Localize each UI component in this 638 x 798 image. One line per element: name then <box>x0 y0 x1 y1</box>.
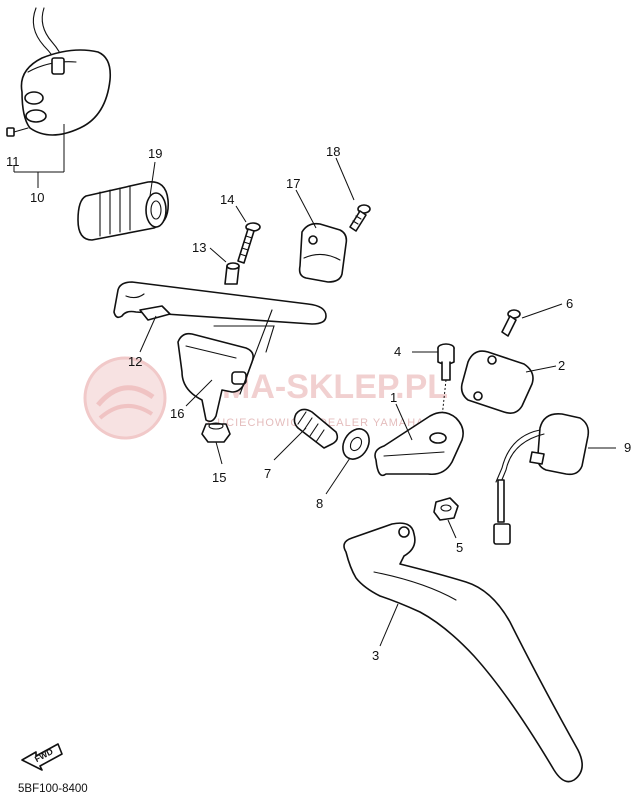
holder-1 <box>374 411 464 477</box>
callout-11: 11 <box>6 154 20 169</box>
adjuster-7 <box>293 408 339 449</box>
callout-17: 17 <box>286 176 300 191</box>
nut-15 <box>201 422 231 443</box>
callout-5: 5 <box>456 540 463 555</box>
watermark-text: MA-SKLEP.PL <box>222 368 448 406</box>
callout-14: 14 <box>220 192 234 207</box>
callout-12: 12 <box>128 354 142 369</box>
throttle-grip <box>77 181 170 241</box>
watermark: MA-SKLEP.PL Y UCIECHOWICZ | DEALER YAMAH… <box>83 356 448 440</box>
clamp-2 <box>460 350 534 414</box>
switch-9 <box>493 412 590 545</box>
bolt-6 <box>501 309 521 337</box>
perch-16 <box>177 309 275 423</box>
collar-13 <box>224 262 240 285</box>
lever-3 <box>343 522 583 783</box>
clamp-17 <box>298 222 348 283</box>
callout-9: 9 <box>624 440 631 455</box>
nut-5 <box>433 497 459 521</box>
locknut-8 <box>342 428 370 460</box>
screw-11 <box>6 127 29 137</box>
bolt-14 <box>237 222 261 264</box>
handlebar-switch-housing <box>20 7 112 136</box>
callout-15: 15 <box>212 470 226 485</box>
callout-6: 6 <box>566 296 573 311</box>
callout-4: 4 <box>394 344 401 359</box>
bolt-4 <box>437 343 455 437</box>
callout-2: 2 <box>558 358 565 373</box>
callout-numbers: 11 10 19 14 13 18 17 12 16 15 7 8 6 4 2 … <box>6 144 631 663</box>
lever-12 <box>113 281 327 325</box>
diagram-code: 5BF100-8400 <box>18 783 88 795</box>
fwd-arrow: FWD <box>21 743 63 771</box>
callout-8: 8 <box>316 496 323 511</box>
bolt-18 <box>349 204 371 232</box>
callout-16: 16 <box>170 406 184 421</box>
callout-7: 7 <box>264 466 271 481</box>
callout-18: 18 <box>326 144 340 159</box>
callout-13: 13 <box>192 240 206 255</box>
callout-1: 1 <box>390 390 397 405</box>
callout-3: 3 <box>372 648 379 663</box>
leader-lines <box>13 124 616 647</box>
callout-10: 10 <box>30 190 44 205</box>
watermark-logo <box>83 356 167 440</box>
callout-19: 19 <box>148 146 162 161</box>
